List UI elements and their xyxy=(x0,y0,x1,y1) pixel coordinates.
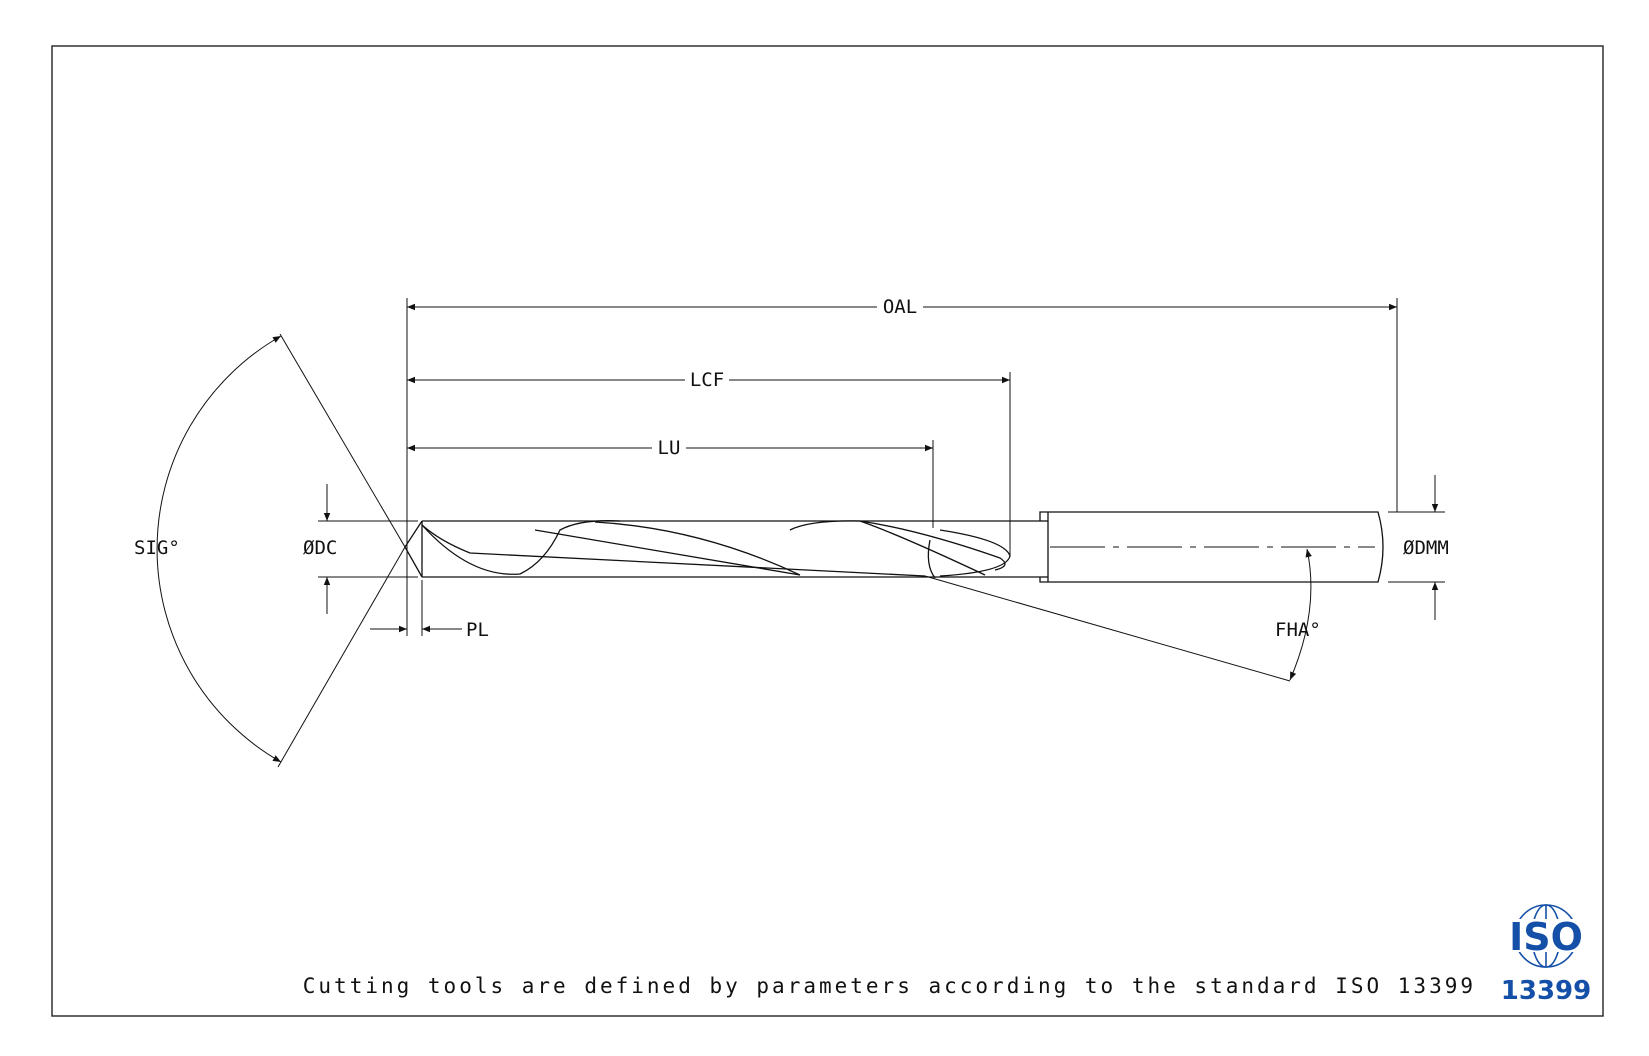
sig-edge-upper xyxy=(279,333,406,548)
iso-logo-word: ISO xyxy=(1509,915,1583,959)
pl-label: PL xyxy=(466,619,489,641)
flute-4 xyxy=(594,521,801,576)
dimension-lines xyxy=(156,298,1445,768)
flute-6 xyxy=(859,520,986,576)
flute-3 xyxy=(534,529,801,576)
sig-angle-arc xyxy=(156,335,282,763)
fha-angle-arc xyxy=(1289,548,1312,681)
dc-label: ØDC xyxy=(303,537,337,559)
flute-runout xyxy=(927,539,936,579)
shank xyxy=(1039,511,1384,583)
drawing-border xyxy=(51,45,1604,1017)
oal-label: OAL xyxy=(883,296,917,318)
dmm-label: ØDMM xyxy=(1403,537,1449,559)
fha-label: FHA° xyxy=(1275,619,1321,641)
flute-2 xyxy=(421,520,621,575)
lcf-label: LCF xyxy=(690,369,724,391)
sig-edge-lower xyxy=(277,546,406,768)
lu-label: LU xyxy=(658,437,681,459)
standard-caption: Cutting tools are defined by parameters … xyxy=(303,974,1476,998)
drill-tip xyxy=(404,520,423,578)
sig-label: SIG° xyxy=(134,537,180,559)
flute-5 xyxy=(789,520,1006,571)
iso-13399-logo: ISO 13399 xyxy=(1501,904,1591,1006)
iso-logo-number: 13399 xyxy=(1501,976,1591,1006)
fha-helix-line xyxy=(924,575,1291,682)
drill-outline xyxy=(404,511,1384,583)
